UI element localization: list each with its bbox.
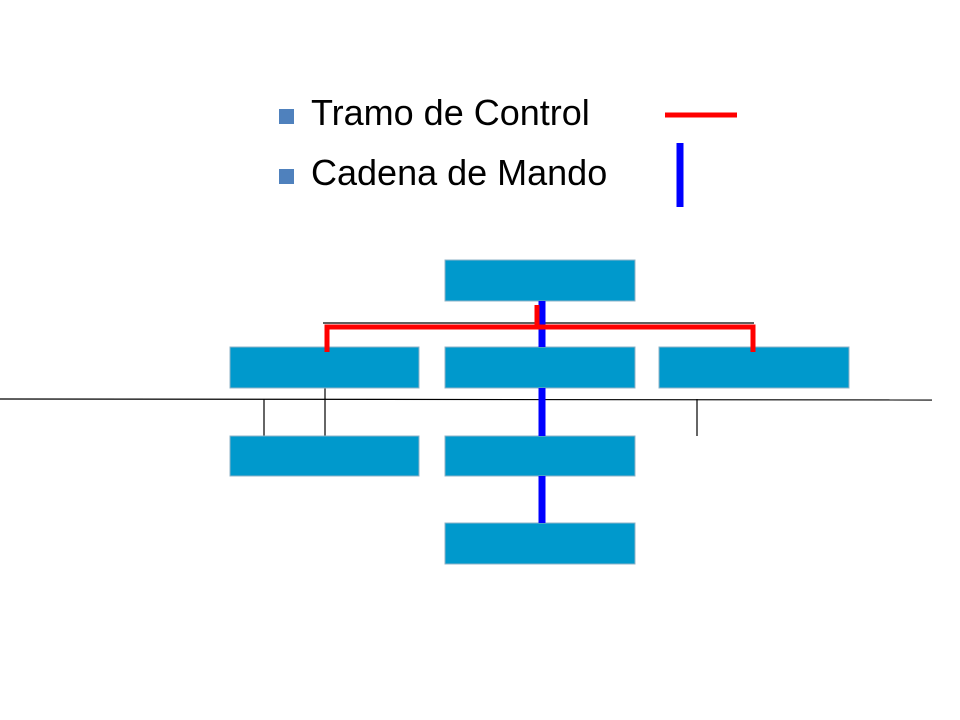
org-chart-boxes xyxy=(229,259,850,565)
legend-bullet-icon xyxy=(279,109,294,124)
legend-label-cadena-de-mando: Cadena de Mando xyxy=(311,152,608,193)
legend-bullet-icon xyxy=(279,169,294,184)
connector-long-horizontal xyxy=(0,398,933,401)
org-box-level2-center xyxy=(444,346,636,389)
span-of-control-line xyxy=(324,305,756,352)
org-box-level4 xyxy=(444,522,636,565)
org-box-level2-left xyxy=(229,346,420,389)
org-box-level1 xyxy=(444,259,636,302)
legend-label-tramo-de-control: Tramo de Control xyxy=(311,92,590,133)
org-box-level2-right xyxy=(658,346,850,389)
org-box-level3-center xyxy=(444,435,636,477)
org-box-level3-left xyxy=(229,435,420,477)
